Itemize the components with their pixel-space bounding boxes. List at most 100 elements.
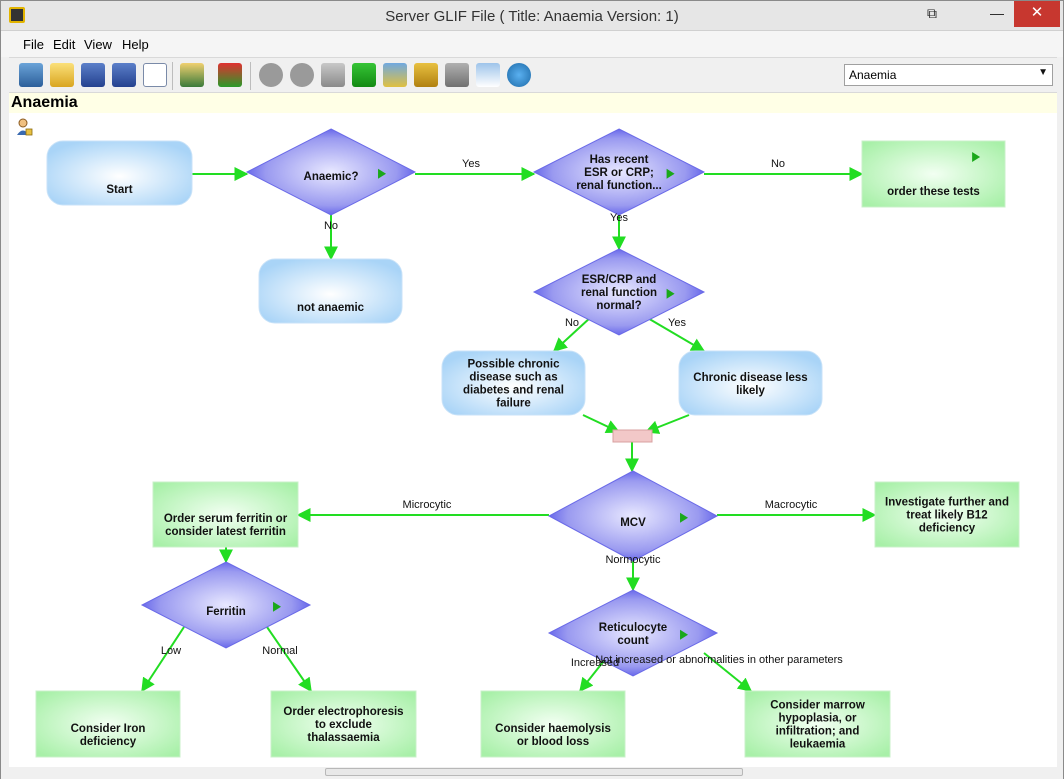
toolbar-separator (250, 62, 251, 90)
edge-possible_chronic-to-merge (582, 414, 621, 433)
menu-view[interactable]: View (84, 37, 112, 52)
open-folder-icon[interactable] (50, 63, 74, 87)
save-copy-icon[interactable] (445, 63, 469, 87)
menu-file[interactable]: File (23, 37, 44, 52)
restore-button[interactable]: ⧉ (927, 5, 937, 21)
node-label: leukaemia (790, 739, 846, 751)
node-order-tests[interactable]: order these tests (861, 140, 1006, 208)
new-document-icon[interactable] (143, 63, 167, 87)
back-arrow-icon[interactable] (259, 63, 283, 87)
run-marker-icon[interactable] (666, 288, 675, 299)
node-label: order these tests (887, 186, 980, 198)
menu-edit[interactable]: Edit (53, 37, 76, 52)
guideline-select[interactable]: Anaemia ▼ (844, 64, 1053, 86)
edge-reticulocyte-to-marrow (703, 652, 753, 692)
node-shape (532, 248, 706, 336)
node-label: renal function (581, 287, 657, 299)
node-shape (35, 690, 181, 758)
edge-label: Yes (610, 212, 628, 224)
node-label: Investigate further and (885, 497, 1009, 509)
node-mcv[interactable]: MCV (547, 470, 719, 562)
hierarchy-icon[interactable] (218, 63, 242, 87)
toolbar-separator (172, 62, 173, 90)
node-start[interactable]: Start (46, 140, 193, 206)
run-marker-icon[interactable] (378, 168, 387, 179)
node-ferritin[interactable]: Ferritin (140, 561, 312, 649)
menu-help[interactable]: Help (122, 37, 149, 52)
edge-label: Normal (262, 645, 297, 657)
node-label: ESR/CRP and (582, 274, 657, 286)
tree-view-icon[interactable] (180, 63, 204, 87)
title-bar: Server GLIF File ( Title: Anaemia Versio… (1, 1, 1063, 31)
copy-icon[interactable] (476, 63, 500, 87)
node-label: deficiency (919, 523, 976, 535)
node-label: count (617, 635, 648, 647)
run-marker-icon[interactable] (666, 168, 675, 179)
node-anaemic[interactable]: Anaemic? (245, 128, 417, 216)
node-shape (744, 690, 891, 758)
run-marker-icon[interactable] (680, 629, 689, 640)
edge-ferritin-to-iron_deficiency (141, 626, 185, 693)
diagram-canvas: Anaemia (9, 93, 1057, 767)
edge-label: Yes (668, 317, 686, 329)
exit-icon[interactable] (19, 63, 43, 87)
node-label: Consider haemolysis (495, 723, 611, 735)
node-label: diabetes and renal (463, 385, 564, 397)
document-title: Anaemia (11, 94, 78, 111)
globe-icon[interactable] (507, 63, 531, 87)
node-label: disease such as (469, 372, 557, 384)
home-icon[interactable] (321, 63, 345, 87)
run-icon[interactable] (352, 63, 376, 87)
node-shape (441, 350, 586, 416)
close-button[interactable]: ✕ (1014, 1, 1060, 27)
app-icon (9, 7, 25, 23)
edit-pen-icon[interactable] (383, 63, 407, 87)
link-icon[interactable] (414, 63, 438, 87)
node-label: Consider marrow (770, 700, 865, 712)
node-label: treat likely B12 (906, 510, 987, 522)
node-label: not anaemic (297, 302, 365, 314)
edge-label: Macrocytic (765, 499, 818, 511)
run-marker-icon[interactable] (680, 512, 689, 523)
node-shape (140, 561, 312, 649)
edge-label: Not increased or abnormalities in other … (595, 654, 843, 666)
run-marker-icon[interactable] (972, 152, 981, 162)
node-label: likely (736, 385, 765, 397)
minimize-button[interactable]: — (990, 5, 1004, 21)
edge-esr_normal-to-chronic_less (645, 316, 706, 352)
user-icon[interactable] (15, 118, 33, 136)
edge-label: Normocytic (605, 554, 661, 566)
save-icon[interactable] (81, 63, 105, 87)
horizontal-scrollbar[interactable] (325, 768, 743, 776)
window-title: Server GLIF File ( Title: Anaemia Versio… (385, 8, 679, 25)
node-shape (612, 429, 653, 443)
chevron-down-icon: ▼ (1038, 67, 1048, 78)
node-not-anaemic[interactable]: not anaemic (258, 258, 403, 324)
edge-label: Microcytic (403, 499, 452, 511)
node-label: consider latest ferritin (165, 526, 286, 538)
node-label: or blood loss (517, 736, 589, 748)
node-shape (258, 258, 403, 324)
node-merge[interactable] (612, 429, 653, 443)
edge-reticulocyte-to-haemolysis (579, 656, 608, 693)
edge-label: Increased (571, 657, 619, 669)
save-all-icon[interactable] (112, 63, 136, 87)
run-marker-icon[interactable] (273, 601, 282, 612)
forward-arrow-icon[interactable] (290, 63, 314, 87)
node-label: Consider Iron (71, 723, 146, 735)
node-shape (270, 690, 417, 758)
node-label: Chronic disease less (693, 372, 807, 384)
